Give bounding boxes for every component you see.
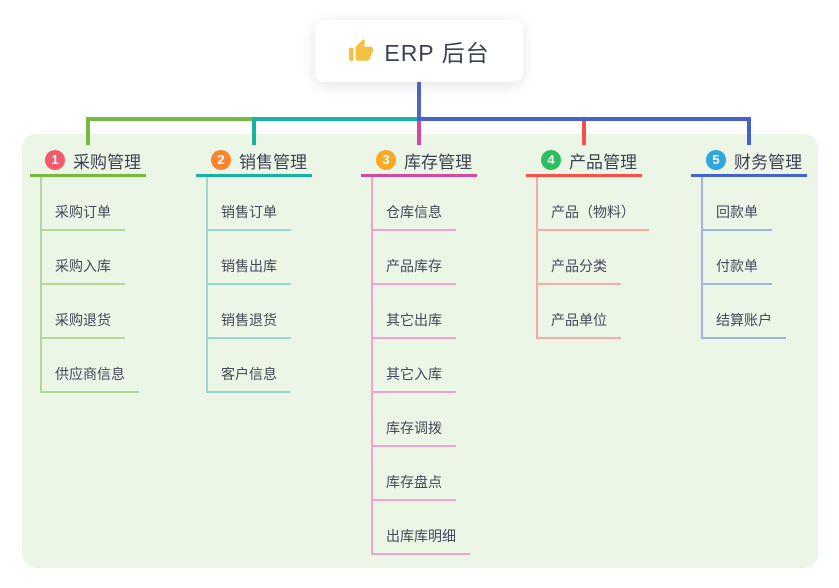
child-item[interactable]: 回款单 — [703, 177, 807, 231]
child-item-label: 其它出库 — [373, 310, 456, 339]
branches-panel — [22, 134, 818, 568]
branch-column: 4 产品管理 产品（物料） 产品分类产品单位 — [526, 146, 649, 339]
child-item-label: 采购退货 — [42, 310, 125, 339]
branch-children: 回款单付款单结算账户 — [701, 177, 807, 339]
child-item[interactable]: 库存调拨 — [373, 393, 477, 447]
child-item-label: 销售退货 — [208, 310, 291, 339]
child-item-label: 回款单 — [703, 202, 772, 231]
child-item[interactable]: 产品库存 — [373, 231, 477, 285]
child-item[interactable]: 销售退货 — [208, 285, 312, 339]
root-title: ERP 后台 — [384, 40, 490, 66]
branch-title: 库存管理 — [404, 152, 472, 172]
branch-children: 仓库信息产品库存其它出库其它入库库存调拨库存盘点出库库明细 — [371, 177, 477, 555]
child-item[interactable]: 销售出库 — [208, 231, 312, 285]
child-item-label: 其它入库 — [373, 364, 456, 393]
child-item-label: 销售出库 — [208, 256, 291, 285]
child-item-label: 采购入库 — [42, 256, 125, 285]
connector-drop-branch-3 — [417, 121, 421, 145]
child-item[interactable]: 产品单位 — [538, 285, 642, 339]
branch-children: 销售订单销售出库销售退货客户信息 — [206, 177, 312, 393]
child-item-label: 出库库明细 — [373, 526, 470, 555]
child-item[interactable]: 产品分类 — [538, 231, 642, 285]
connector-horizontal-left-green — [86, 117, 254, 121]
child-item[interactable]: 供应商信息 — [42, 339, 146, 393]
child-item-label: 产品库存 — [373, 256, 456, 285]
child-item[interactable]: 其它入库 — [373, 339, 477, 393]
connector-drop-branch-1 — [86, 117, 90, 145]
branch-column: 5 财务管理 回款单付款单结算账户 — [691, 146, 807, 339]
branch-number-badge: 4 — [541, 150, 561, 170]
branch-number-badge: 5 — [706, 150, 726, 170]
child-item[interactable]: 其它出库 — [373, 285, 477, 339]
branch-title: 产品管理 — [569, 152, 637, 172]
branch-header[interactable]: 2 销售管理 — [196, 146, 312, 177]
connector-drop-branch-4 — [582, 121, 586, 145]
child-item-label: 付款单 — [703, 256, 772, 285]
child-item[interactable]: 结算账户 — [703, 285, 807, 339]
child-item-label: 产品分类 — [538, 256, 621, 285]
child-item[interactable]: 出库库明细 — [373, 501, 477, 555]
child-item-label: 库存盘点 — [373, 472, 456, 501]
root-node[interactable]: ERP 后台 — [315, 20, 523, 82]
child-item[interactable]: 销售订单 — [208, 177, 312, 231]
child-item-label: 产品（物料） — [538, 202, 649, 231]
child-item[interactable]: 仓库信息 — [373, 177, 477, 231]
child-item[interactable]: 采购退货 — [42, 285, 146, 339]
branch-column: 3 库存管理 仓库信息产品库存其它出库其它入库库存调拨库存盘点出库库明细 — [361, 146, 477, 555]
child-item[interactable]: 采购订单 — [42, 177, 146, 231]
child-item[interactable]: 产品（物料） — [538, 177, 649, 231]
branch-children: 产品（物料） 产品分类产品单位 — [536, 177, 649, 339]
child-item-label: 供应商信息 — [42, 364, 139, 393]
connector-drop-branch-5 — [747, 117, 751, 145]
child-item-label: 采购订单 — [42, 202, 125, 231]
branch-header[interactable]: 4 产品管理 — [526, 146, 642, 177]
connector-horizontal-left-teal — [254, 117, 417, 121]
branch-number-badge: 3 — [376, 150, 396, 170]
child-item[interactable]: 采购入库 — [42, 231, 146, 285]
branch-header[interactable]: 5 财务管理 — [691, 146, 807, 177]
branch-header[interactable]: 3 库存管理 — [361, 146, 477, 177]
child-item-label: 客户信息 — [208, 364, 291, 393]
branch-children: 采购订单采购入库采购退货供应商信息 — [40, 177, 146, 393]
branch-title: 财务管理 — [734, 152, 802, 172]
child-item[interactable]: 库存盘点 — [373, 447, 477, 501]
connector-horizontal-right-blue — [417, 117, 751, 121]
branch-column: 1 采购管理 采购订单采购入库采购退货供应商信息 — [30, 146, 146, 393]
branch-title: 销售管理 — [239, 152, 307, 172]
child-item[interactable]: 客户信息 — [208, 339, 312, 393]
connector-drop-branch-2 — [252, 117, 256, 145]
thumbs-up-icon — [349, 39, 374, 61]
child-item-label: 结算账户 — [703, 310, 786, 339]
branch-number-badge: 2 — [211, 150, 231, 170]
child-item-label: 仓库信息 — [373, 202, 456, 231]
branch-title: 采购管理 — [73, 152, 141, 172]
child-item[interactable]: 付款单 — [703, 231, 807, 285]
child-item-label: 产品单位 — [538, 310, 621, 339]
branch-number-badge: 1 — [45, 150, 65, 170]
child-item-label: 销售订单 — [208, 202, 291, 231]
branch-column: 2 销售管理 销售订单销售出库销售退货客户信息 — [196, 146, 312, 393]
child-item-label: 库存调拨 — [373, 418, 456, 447]
connector-root-vertical — [417, 82, 421, 119]
branch-header[interactable]: 1 采购管理 — [30, 146, 146, 177]
